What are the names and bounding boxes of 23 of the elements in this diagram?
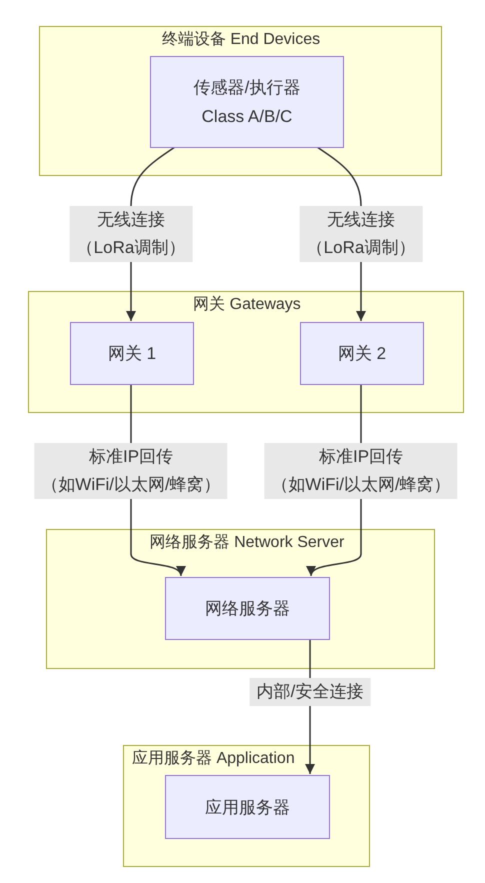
group-box: [28, 291, 464, 413]
edge-label: 无线连接（LoRa调制）: [300, 206, 422, 262]
edge-label: 标准IP回传（如WiFi/以太网/蜂窝）: [34, 443, 228, 499]
process-box: 网络服务器: [165, 577, 330, 640]
edge-label: 无线连接（LoRa调制）: [70, 206, 192, 262]
group-title: 网关 Gateways: [193, 295, 301, 315]
group-title: 应用服务器 Application: [132, 749, 295, 769]
process-box: 传感器/执行器 Class A/B/C: [150, 56, 344, 148]
arrow: [308, 384, 362, 576]
arrow: [305, 639, 316, 774]
edge-label: 标准IP回传（如WiFi/以太网/蜂窝）: [264, 443, 458, 499]
edge-label: 内部/安全连接: [250, 678, 370, 706]
group-box: [123, 745, 370, 867]
arrow: [130, 384, 184, 576]
arrow: [316, 146, 366, 321]
group-title: 终端设备 End Devices: [162, 30, 320, 50]
process-box: 网关 1: [70, 322, 194, 385]
group-box: [46, 529, 435, 669]
group-title: 网络服务器 Network Server: [150, 533, 344, 553]
process-box: 网关 2: [300, 322, 424, 385]
arrow: [126, 146, 176, 321]
process-box: 应用服务器: [165, 775, 330, 839]
group-box: [39, 26, 442, 176]
